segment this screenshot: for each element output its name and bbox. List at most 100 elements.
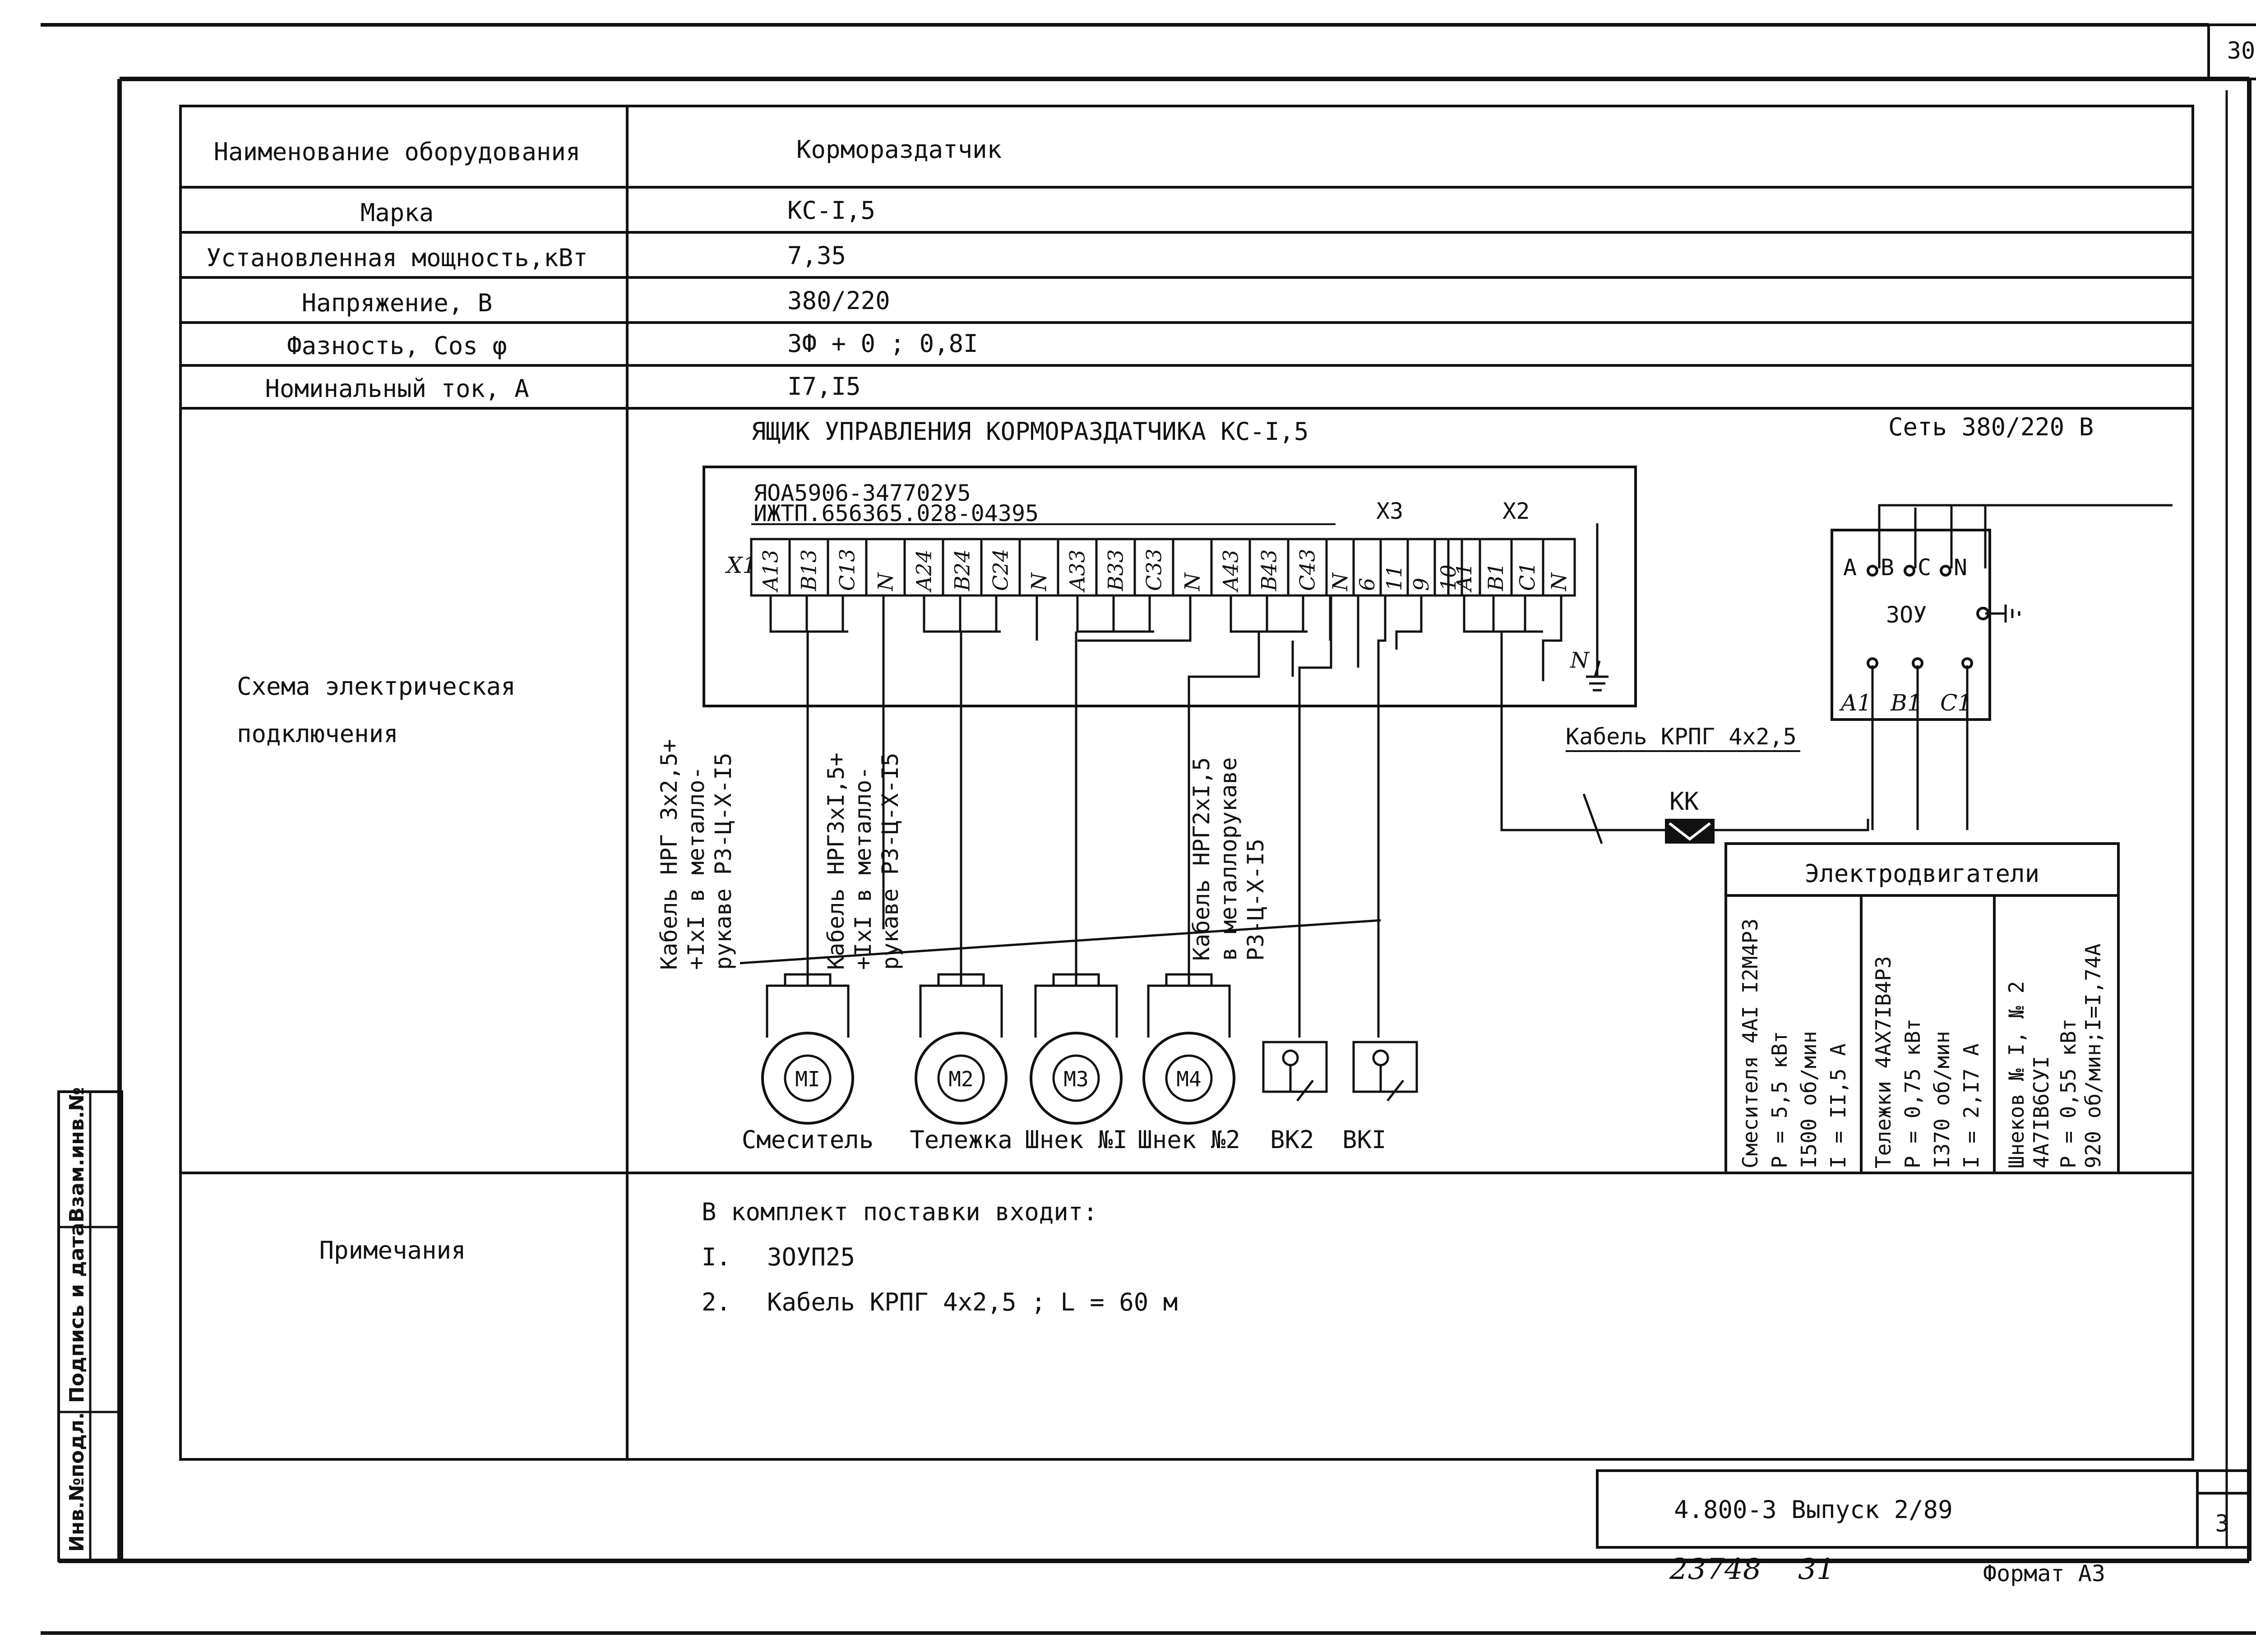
page-number: 30 — [2227, 37, 2256, 65]
note-2-text: Кабель КРПГ 4х2,5 ; L = 60 м — [767, 1288, 1178, 1316]
row-value-power: 7,35 — [787, 241, 846, 270]
strip-x3-terminal: 11 — [1379, 538, 1409, 597]
box-code-2: ИЖТП.656365.028-04395 — [754, 500, 1039, 526]
svg-text:Р = 0,75 кВт: Р = 0,75 кВт — [1900, 1019, 1925, 1168]
svg-text:Шнеков № I, № 2: Шнеков № I, № 2 — [2004, 981, 2029, 1168]
switch-vk1-label: ВКI — [1342, 1126, 1387, 1154]
svg-text:Кабель НРГ3хI,5+: Кабель НРГ3хI,5+ — [823, 752, 849, 970]
strip-x2-terminal: C1 — [1510, 538, 1544, 597]
notes-label: Примечания — [319, 1236, 466, 1264]
strip-x1-terminal: N — [1018, 538, 1059, 597]
row-value-voltage: 380/220 — [787, 286, 890, 315]
motor-caption: Смеситель — [742, 1126, 874, 1154]
terminal-label: 9 — [1409, 578, 1433, 591]
strip-x1-terminal: A13 — [750, 538, 791, 597]
svg-text:I = 2,I7 А: I = 2,I7 А — [1959, 1043, 1983, 1168]
terminal-label: C43 — [1295, 549, 1320, 591]
terminal-label: A33 — [1065, 549, 1090, 593]
terminal-label: B43 — [1257, 549, 1281, 591]
doc-code: 4.800-3 Выпуск 2/89 — [1674, 1495, 1953, 1524]
terminal-label: C1 — [1515, 562, 1539, 591]
motor-caption: Шнек №2 — [1137, 1126, 1240, 1154]
kk-label: КК — [1669, 787, 1699, 816]
motor-caption: Шнек №I — [1025, 1126, 1128, 1154]
terminal-label: 6 — [1355, 578, 1379, 591]
svg-text:Кабель НРГ2хI,5: Кабель НРГ2хI,5 — [1188, 757, 1215, 961]
svg-text:в металлорукаве: в металлорукаве — [1216, 757, 1242, 961]
motors-table-col-3: Шнеков № I, № 2 4А7IВ6СУI Р = 0,55 кВт 9… — [2004, 944, 2105, 1169]
zou-out-a1: A1 — [1839, 690, 1872, 716]
terminal-label: A24 — [912, 549, 936, 593]
strip-x1-terminal: C13 — [827, 538, 868, 597]
terminal-label: B13 — [797, 549, 821, 591]
svg-text:+IхI в металло-: +IхI в металло- — [850, 766, 876, 970]
terminal-label: C33 — [1142, 549, 1166, 591]
terminal-label: A13 — [758, 549, 783, 593]
strip-x1-terminal: N — [1172, 538, 1213, 597]
motor-id: M2 — [948, 1067, 973, 1091]
svg-text:Р = 0,55 кВт: Р = 0,55 кВт — [2056, 1019, 2080, 1168]
stamp-replace: Взам.инв.№ — [65, 1087, 88, 1223]
left-stamp: Инв.№подл. Подпись и дата Взам.инв.№ — [57, 1087, 123, 1562]
zou-out-c1: C1 — [1940, 690, 1972, 716]
row-value-phase: 3Ф + 0 ; 0,8I — [787, 329, 978, 358]
cable-krpg-label: Кабель КРПГ 4х2,5 — [1566, 724, 1797, 750]
equipment-name: Кормораздатчик — [796, 135, 1002, 164]
motors-table-grid — [1724, 842, 2120, 1174]
motor-id: M4 — [1176, 1067, 1201, 1091]
strip-x1-terminal: C33 — [1133, 538, 1174, 597]
terminal-label: B1 — [1484, 563, 1508, 591]
motors-table-col-1: Смесителя 4АI I2М4РЗ Р = 5,5 кВт I500 об… — [1738, 918, 1850, 1168]
terminal-label: N — [1180, 572, 1205, 591]
svg-text:Смесителя 4АI I2М4РЗ: Смесителя 4АI I2М4РЗ — [1738, 918, 1762, 1168]
control-box — [703, 466, 1637, 707]
terminal-label: C13 — [835, 549, 860, 591]
terminal-label: B33 — [1104, 549, 1128, 591]
strip-x3-terminal: 6 — [1352, 538, 1382, 597]
row-label-current: Номинальный ток, А — [265, 374, 529, 403]
zou-in-c: C — [1918, 554, 1931, 581]
svg-text:I500 об/мин: I500 об/мин — [1797, 1031, 1821, 1168]
motor-id: MI — [795, 1067, 820, 1091]
strip-x1-terminal: B24 — [942, 538, 983, 597]
sheet-frame — [41, 77, 2256, 1635]
switch-vk2-label: ВК2 — [1270, 1126, 1314, 1154]
network-label: Сеть 380/220 В — [1888, 413, 2094, 441]
strip-x1-terminal: B13 — [788, 538, 829, 597]
terminal-label: N — [1328, 572, 1352, 591]
notes-intro: В комплект поставки входит: — [702, 1198, 1098, 1226]
strip-x3-terminal: 9 — [1406, 538, 1436, 597]
scheme-label-1: Схема электрическая — [237, 672, 516, 701]
box-code-1: ЯОА5906-347702У5 — [754, 480, 971, 506]
svg-text:Р = 5,5 кВт: Р = 5,5 кВт — [1767, 1031, 1792, 1168]
cable-label-3: Кабель НРГ2хI,5 в металлорукаве РЗ-Ц-Х-I… — [1188, 757, 1269, 961]
strip-x1-terminal: B33 — [1095, 538, 1136, 597]
zou-out-b1: B1 — [1890, 690, 1922, 716]
format-label: Формат А3 — [1983, 1560, 2105, 1587]
svg-text:4А7IВ6СУI: 4А7IВ6СУI — [2029, 1056, 2053, 1168]
title-block — [1596, 1469, 2251, 1549]
strip-x1-terminal: C24 — [980, 538, 1021, 597]
ground-n-text: N — [1570, 648, 1590, 673]
cable-label-2: Кабель НРГ3хI,5+ +IхI в металло- рукаве … — [823, 752, 903, 970]
page-number-box: 30 — [41, 23, 2256, 80]
row-label-power: Установленная мощность,кВт — [206, 244, 587, 272]
strip-x3-terminal: N — [1325, 538, 1355, 597]
svg-text:I = II,5 А: I = II,5 А — [1826, 1043, 1850, 1168]
terminal-label: A1 — [1452, 563, 1476, 593]
strip-x2-terminal: A1 — [1447, 538, 1481, 597]
strip-x1-terminal: N — [865, 538, 906, 597]
svg-text:Кабель НРГ 3х2,5+: Кабель НРГ 3х2,5+ — [656, 739, 682, 970]
zou-in-a: A — [1843, 554, 1857, 581]
svg-text:I370 об/мин: I370 об/мин — [1930, 1031, 1954, 1168]
strip-x1-terminal: A24 — [903, 538, 944, 597]
row-value-current: I7,I5 — [787, 372, 861, 401]
terminal-label: C24 — [989, 549, 1013, 591]
note-1-text: ЗОУП25 — [767, 1243, 855, 1271]
